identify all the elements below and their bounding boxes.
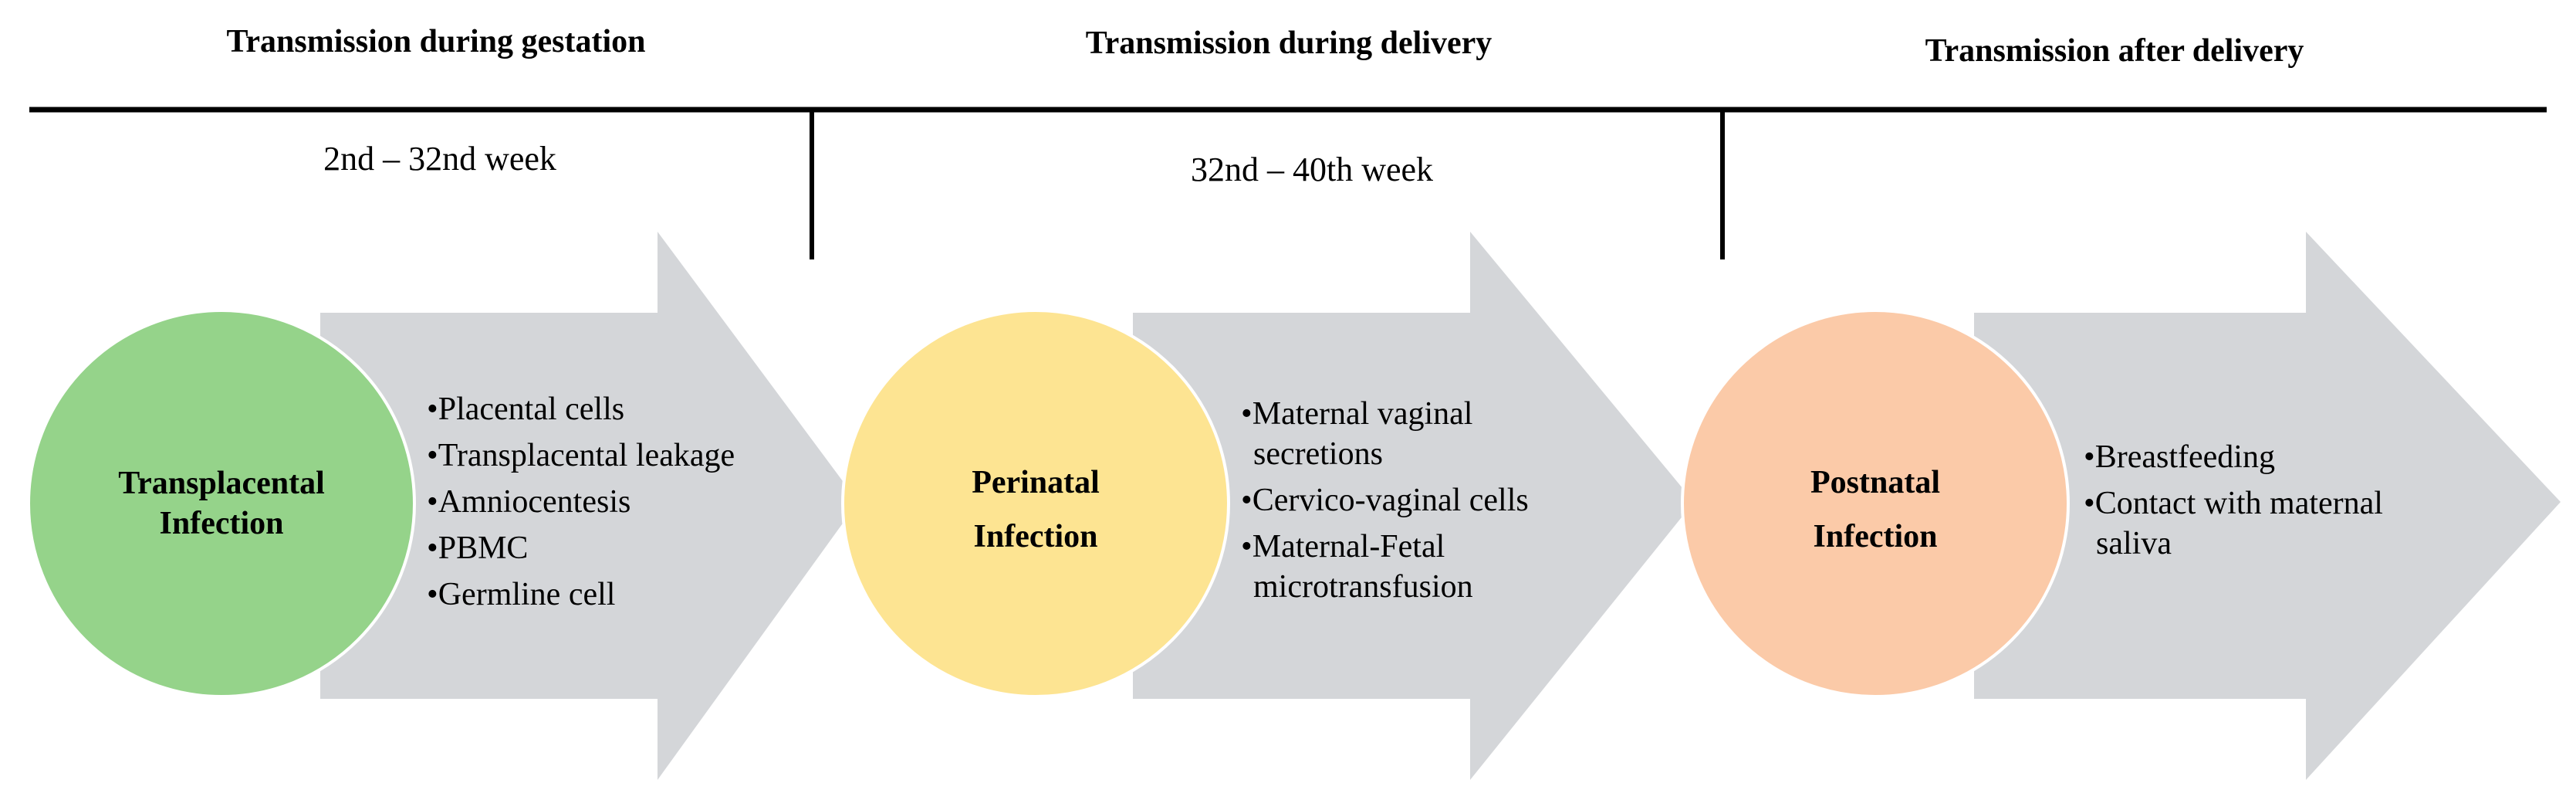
- list-perinatal: •Maternal vaginal secretions •Cervico-va…: [1241, 394, 1529, 607]
- label-perinatal-line2: Infection: [973, 519, 1098, 554]
- list-item: •Maternal vaginal: [1241, 396, 1473, 432]
- list-item: •Cervico-vaginal cells: [1241, 483, 1529, 518]
- arrow-delivery: [1133, 232, 1694, 780]
- label-perinatal-line1: Perinatal: [972, 465, 1100, 500]
- list-item: Germline cell: [427, 571, 735, 618]
- label-transplacental-line2: Infection: [159, 506, 284, 541]
- header-gestation: Transmission during gestation: [226, 24, 646, 59]
- circle-transplacental: [27, 309, 416, 698]
- label-postnatal-line1: Postnatal: [1810, 465, 1940, 500]
- list-transplacental: Placental cells Transplacental leakage A…: [427, 386, 735, 618]
- header-after: Transmission after delivery: [1925, 33, 2304, 69]
- list-item: Transplacental leakage: [427, 432, 735, 479]
- list-item: •Maternal-Fetal: [1241, 529, 1445, 564]
- label-postnatal-line2: Infection: [1813, 519, 1938, 554]
- list-item: PBMC: [427, 525, 735, 571]
- list-item-continuation: saliva: [2096, 526, 2172, 561]
- label-postnatal: Postnatal Infection: [1721, 456, 2030, 564]
- list-item: •Contact with maternal: [2084, 486, 2383, 521]
- list-item: Amniocentesis: [427, 479, 735, 525]
- circle-perinatal: [841, 309, 1230, 698]
- arrow-after: [1974, 232, 2561, 780]
- list-item-continuation: microtransfusion: [1253, 569, 1473, 605]
- list-item: •Breastfeeding: [2084, 439, 2275, 475]
- label-perinatal: Perinatal Infection: [881, 456, 1190, 564]
- list-item: Placental cells: [427, 386, 735, 432]
- label-transplacental: Transplacental Infection: [67, 463, 376, 544]
- period-delivery: 32nd – 40th week: [1190, 151, 1434, 188]
- list-postnatal: •Breastfeeding •Contact with maternal sa…: [2084, 437, 2383, 564]
- list-item-continuation: secretions: [1253, 436, 1383, 472]
- label-transplacental-line1: Transplacental: [118, 466, 325, 501]
- circle-postnatal: [1681, 309, 2070, 698]
- period-gestation: 2nd – 32nd week: [323, 140, 556, 178]
- header-delivery: Transmission during delivery: [1085, 25, 1493, 61]
